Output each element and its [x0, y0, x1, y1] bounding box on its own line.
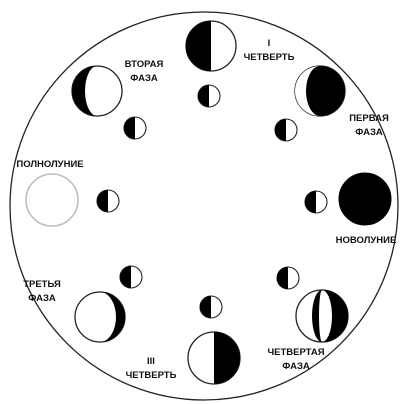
small-moon-bottom [200, 296, 222, 318]
moon-fourth-phase [296, 290, 348, 342]
label-first-phase-line2: ФАЗА [355, 127, 383, 138]
label-new-moon: НОВОЛУНИЕ [336, 235, 397, 246]
label-second-phase-line2: ФАЗА [130, 73, 158, 84]
moon-full [26, 174, 78, 226]
label-third-quarter-line2: ЧЕТВЕРТЬ [126, 370, 177, 381]
moon-third-phase [75, 292, 125, 342]
label-first-quarter-line2: ЧЕТВЕРТЬ [244, 52, 295, 63]
label-first-quarter-line1: I [268, 38, 271, 49]
moon-first-quarter [186, 21, 236, 71]
small-moon-left [97, 190, 119, 212]
label-second-phase-line1: ВТОРАЯ [125, 59, 164, 70]
moon-first-phase [295, 66, 345, 116]
label-third-quarter-line1: III [147, 356, 155, 367]
label-third-phase-line1: ТРЕТЬЯ [23, 279, 61, 290]
moon-third-quarter [188, 332, 240, 384]
label-fourth-phase-line1: ЧЕТВЕРТАЯ [267, 347, 324, 358]
label-third-phase-line2: ФАЗА [28, 293, 56, 304]
moon-new [339, 173, 391, 225]
label-first-phase-line1: ПЕРВАЯ [349, 113, 389, 124]
small-moon-top [198, 85, 220, 107]
small-moon-lower-left [120, 266, 142, 288]
small-moon-right [305, 191, 327, 213]
label-fourth-phase-line2: ФАЗА [282, 361, 310, 372]
small-moon-upper-right [275, 119, 297, 141]
label-full-moon: ПОЛНОЛУНИЕ [16, 159, 83, 170]
small-moon-upper-left [124, 117, 146, 139]
small-moon-lower-right [277, 267, 299, 289]
moon-second-phase [72, 66, 122, 116]
